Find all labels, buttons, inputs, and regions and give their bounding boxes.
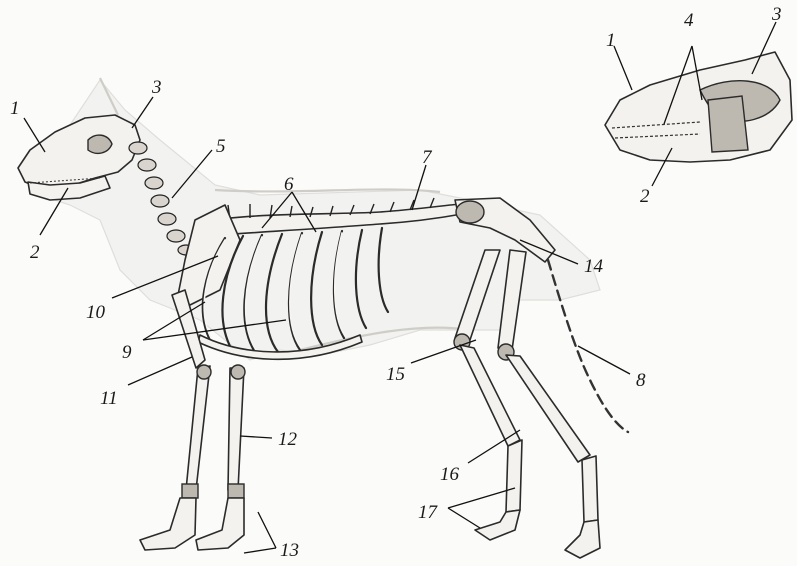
label-16-tibia: 16 <box>440 464 460 485</box>
inset-label-4: 4 <box>684 10 694 31</box>
label-6-thoracic: 6 <box>284 174 294 195</box>
label-10-scapula: 10 <box>86 302 106 323</box>
fore-paw-far <box>196 498 244 550</box>
label-2-mandible: 2 <box>30 242 40 263</box>
label-5-cervical: 5 <box>216 136 226 157</box>
label-13-fore-paw: 13 <box>280 540 299 561</box>
fore-paw-near <box>140 498 196 550</box>
inset-skull <box>605 22 792 186</box>
radius-near <box>186 366 210 490</box>
inset-label-1: 1 <box>606 30 616 51</box>
label-7-lumbar: 7 <box>422 147 433 168</box>
label-9-ribs: 9 <box>122 342 132 363</box>
label-12-forearm: 12 <box>278 429 298 450</box>
label-11-humerus: 11 <box>100 388 118 409</box>
inset-jaw-muscle <box>708 96 748 152</box>
tarsus-far <box>582 456 598 522</box>
inset-label-3: 3 <box>771 4 782 25</box>
inset-label-2: 2 <box>640 186 650 207</box>
hind-paw-far <box>565 520 600 558</box>
label-1-skull: 1 <box>10 98 20 119</box>
label-15-femur: 15 <box>386 364 405 385</box>
label-17-hind-paw: 17 <box>418 502 439 523</box>
radius-far <box>228 368 244 490</box>
label-14-pelvis: 14 <box>584 256 604 277</box>
tarsus-near <box>506 440 522 512</box>
hind-paw-near <box>475 510 520 540</box>
label-8-tail: 8 <box>636 370 646 391</box>
label-3-atlas: 3 <box>151 77 162 98</box>
